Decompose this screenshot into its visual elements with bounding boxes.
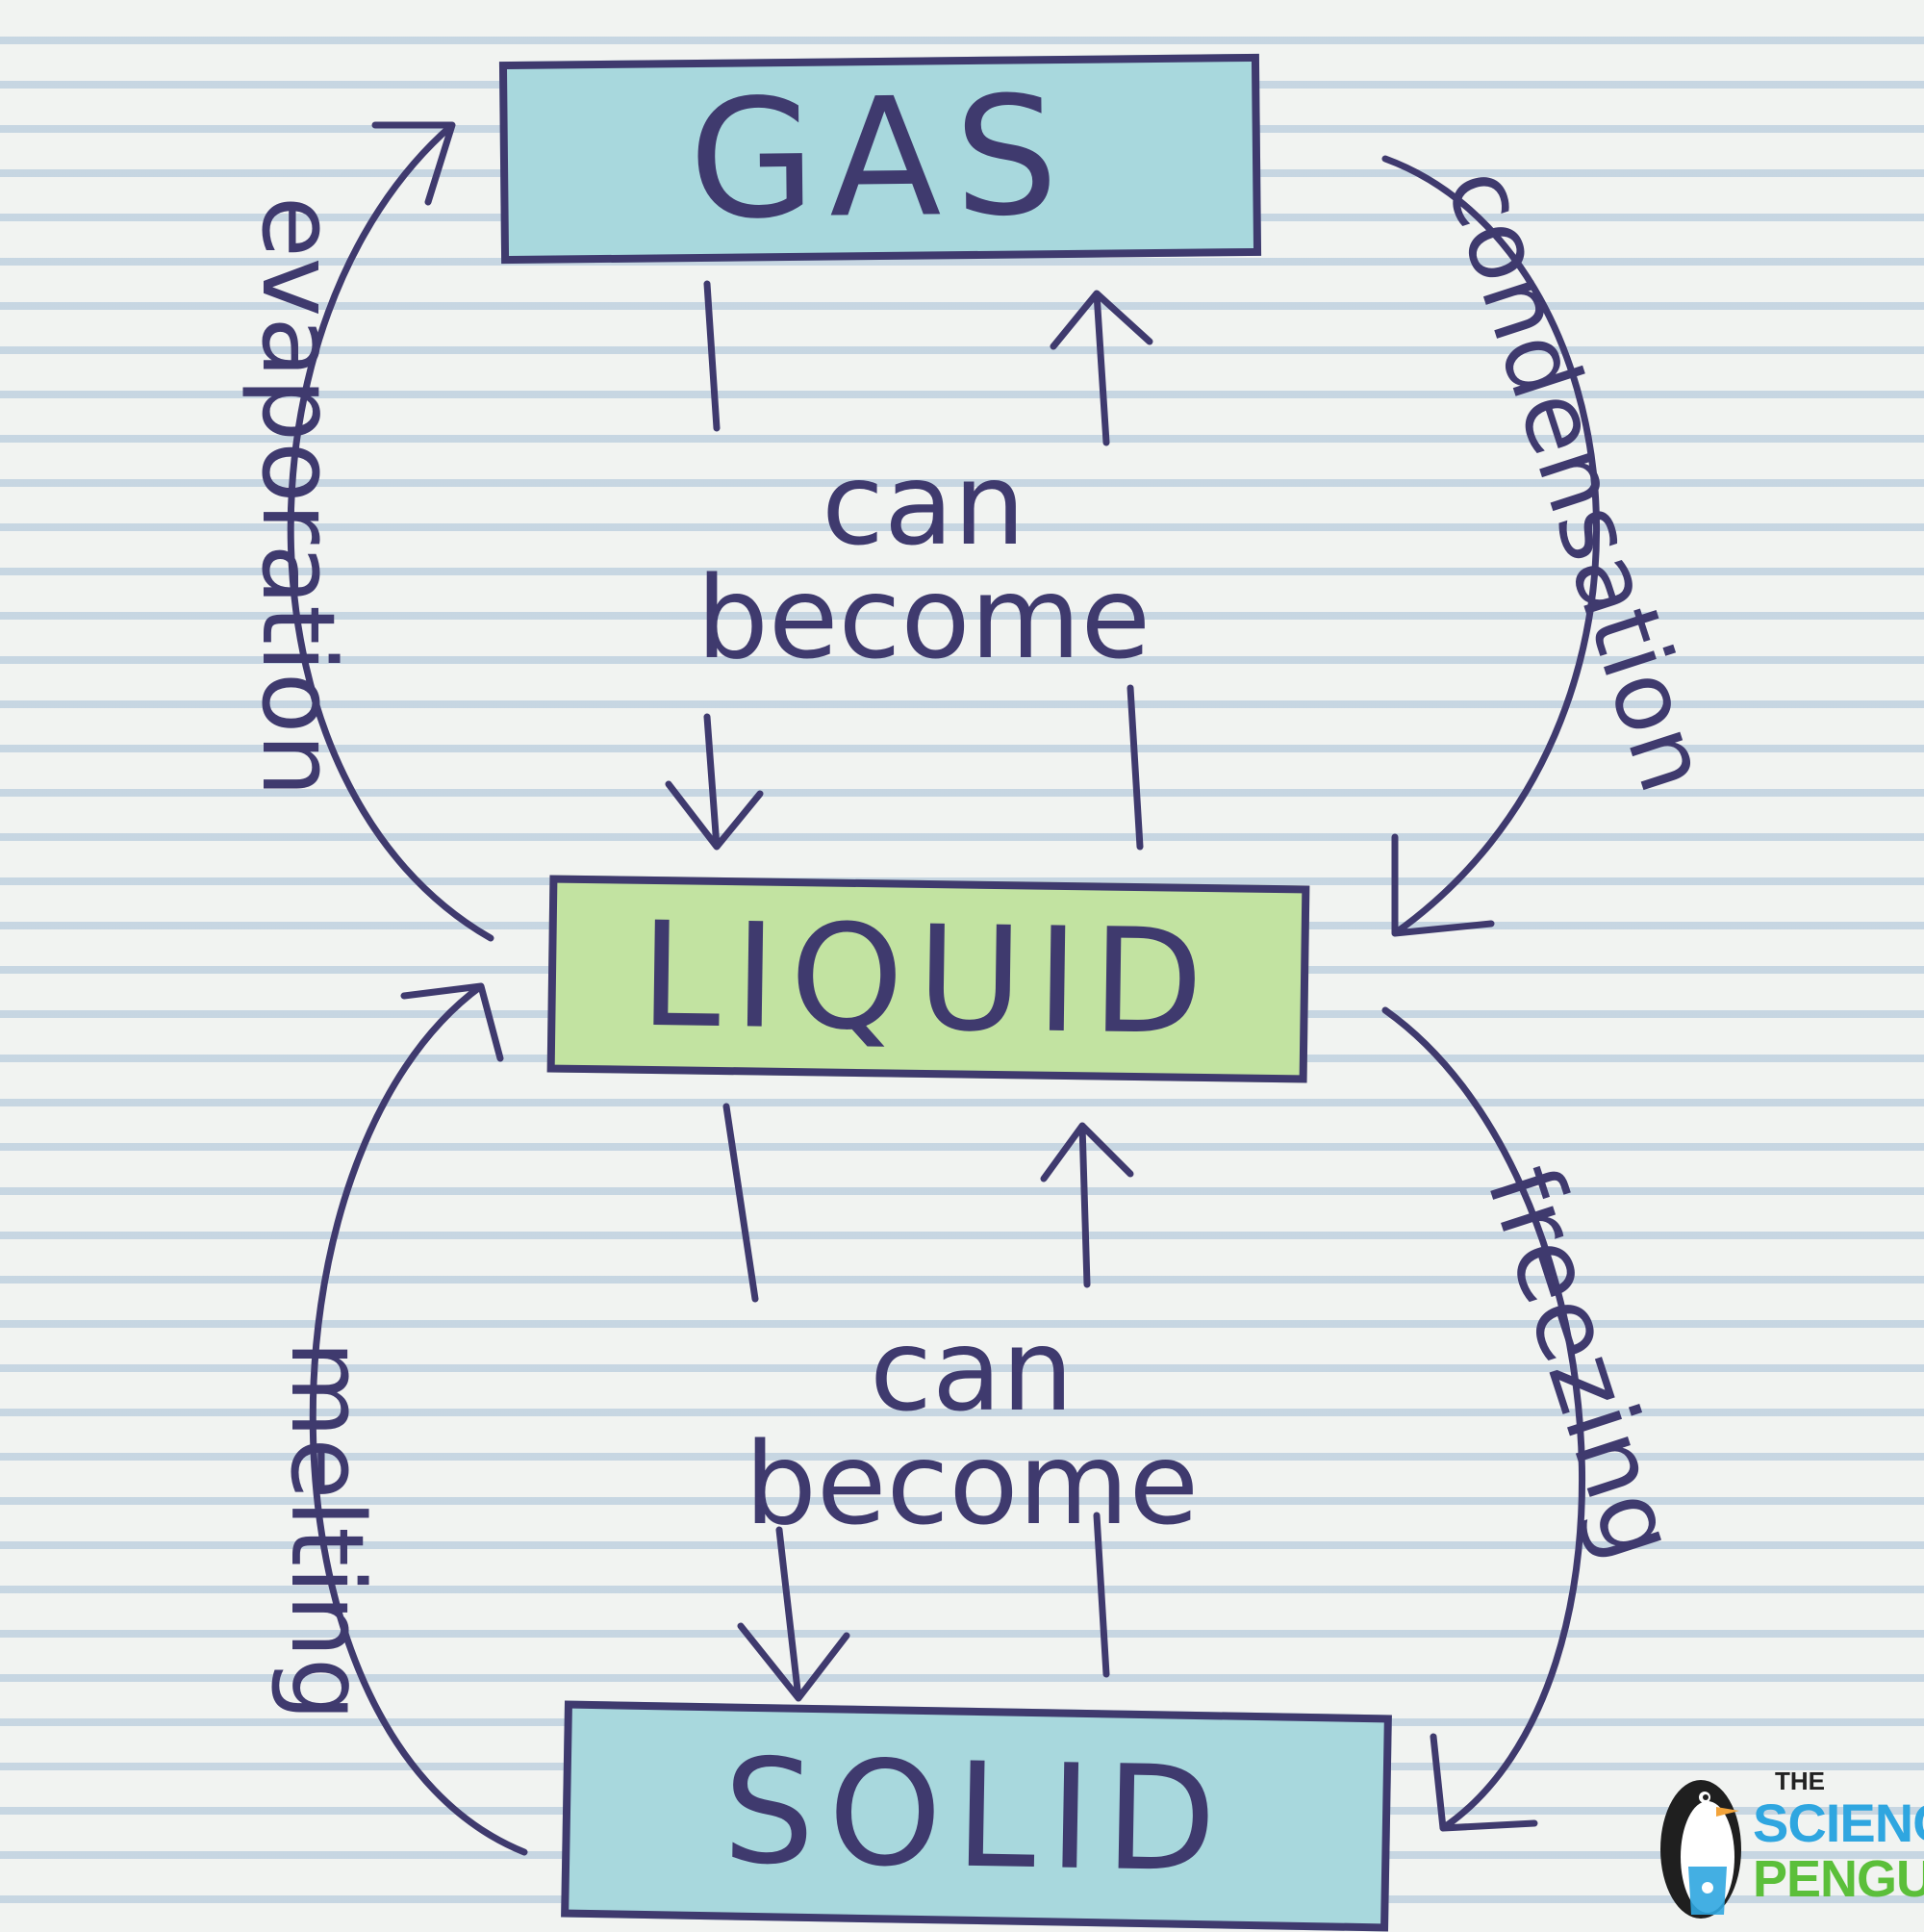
liquid-box: LIQUID [546, 875, 1310, 1083]
penguin-icon [1660, 1780, 1741, 1919]
gas-to-liquid-arrow [665, 713, 764, 851]
solid-label: SOLID [722, 1727, 1231, 1905]
logo-the-text: THE [1775, 1767, 1825, 1795]
gas-to-liquid-line-top [703, 280, 721, 432]
evaporation-label: evaporation [240, 195, 357, 798]
liquid-to-solid-arrow [737, 1526, 850, 1702]
liquid-to-gas-line-bottom [1127, 684, 1144, 851]
science-penguin-logo: THE SCIENCE PENGUIN [1655, 1761, 1924, 1924]
connector-bottom-line1: can [870, 1304, 1074, 1436]
freezing-arrow [1381, 1006, 1586, 1832]
connector-text-bottom: can become [702, 1313, 1241, 1540]
melting-label: melting [268, 1340, 386, 1721]
connector-bottom-line2: become [744, 1417, 1200, 1550]
liquid-to-gas-arrow [1050, 290, 1153, 446]
solid-to-liquid-arrow [1040, 1122, 1134, 1288]
evaporation-arrow [287, 121, 494, 942]
liquid-label: LIQUID [639, 891, 1218, 1067]
gas-label: GAS [688, 61, 1073, 257]
solid-box: SOLID [561, 1700, 1392, 1932]
connector-text-top: can become [654, 447, 1193, 674]
gas-box: GAS [498, 53, 1262, 265]
liquid-to-solid-line-top [722, 1103, 759, 1303]
logo-penguin-text: PENGUIN [1753, 1850, 1924, 1908]
condensation-arrow [1381, 155, 1601, 937]
logo-science-text: SCIENCE [1753, 1792, 1924, 1853]
solid-to-liquid-line-bottom [1093, 1512, 1110, 1678]
connector-top-line1: can [822, 438, 1025, 571]
melting-arrow [309, 982, 528, 1856]
connector-top-line2: become [696, 551, 1152, 684]
